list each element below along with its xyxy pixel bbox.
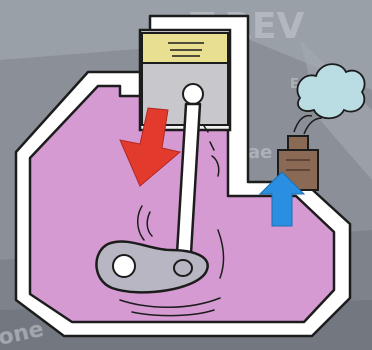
crank-journal bbox=[113, 255, 135, 277]
bg-text-mid: ae bbox=[248, 142, 272, 163]
piston-pin bbox=[183, 84, 203, 104]
piston-crown bbox=[142, 33, 228, 63]
crank-pin bbox=[174, 260, 192, 276]
